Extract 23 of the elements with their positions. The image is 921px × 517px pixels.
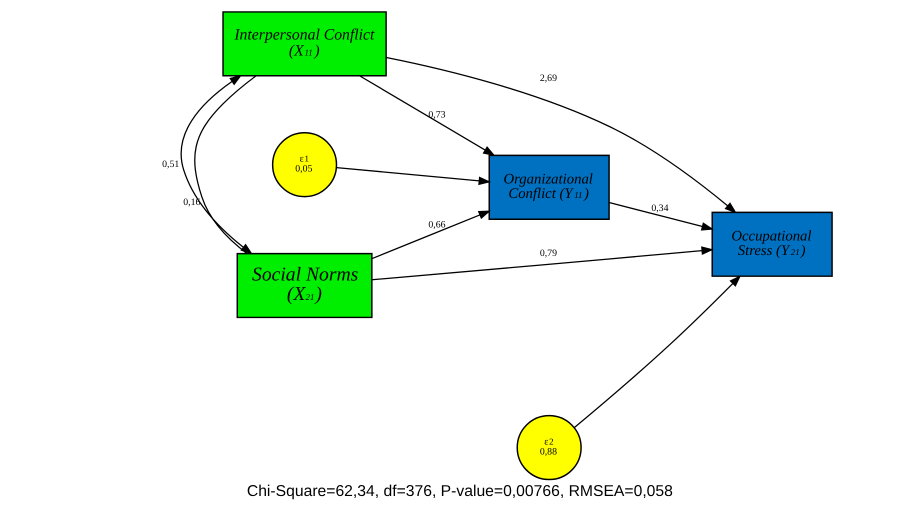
arrow <box>336 166 490 186</box>
arrow <box>608 202 714 231</box>
node-box: Social Norms (X21) <box>236 252 372 318</box>
caption: Chi-Square=62,34, df=376, P-value=0,00766, RMSEA=0,058 <box>246 483 672 500</box>
arrow <box>180 74 252 255</box>
node-box: Occupational Stress (Y21) <box>711 212 832 277</box>
node-box: Interpersonal Conflict (X11) <box>222 11 386 77</box>
node-box: Organizational Conflict (Y11) <box>488 154 610 220</box>
edge-label: 2,69 <box>539 73 557 84</box>
arrow <box>371 210 490 260</box>
arrow <box>371 246 714 280</box>
edge-label: 0,66 <box>428 220 446 231</box>
edge-label: 0,73 <box>428 110 446 121</box>
node-circle: ε2 0,88 <box>516 414 582 480</box>
node-circle: ε1 0,05 <box>271 132 337 198</box>
connector <box>194 75 256 254</box>
edge-label: 0,51 <box>162 159 179 170</box>
edge-label: 0,16 <box>182 196 200 208</box>
edge-label: 0,79 <box>539 248 557 260</box>
arrow <box>358 75 495 156</box>
arrow <box>574 275 741 428</box>
arrow <box>386 56 736 214</box>
edge-label: 0,34 <box>650 202 668 214</box>
